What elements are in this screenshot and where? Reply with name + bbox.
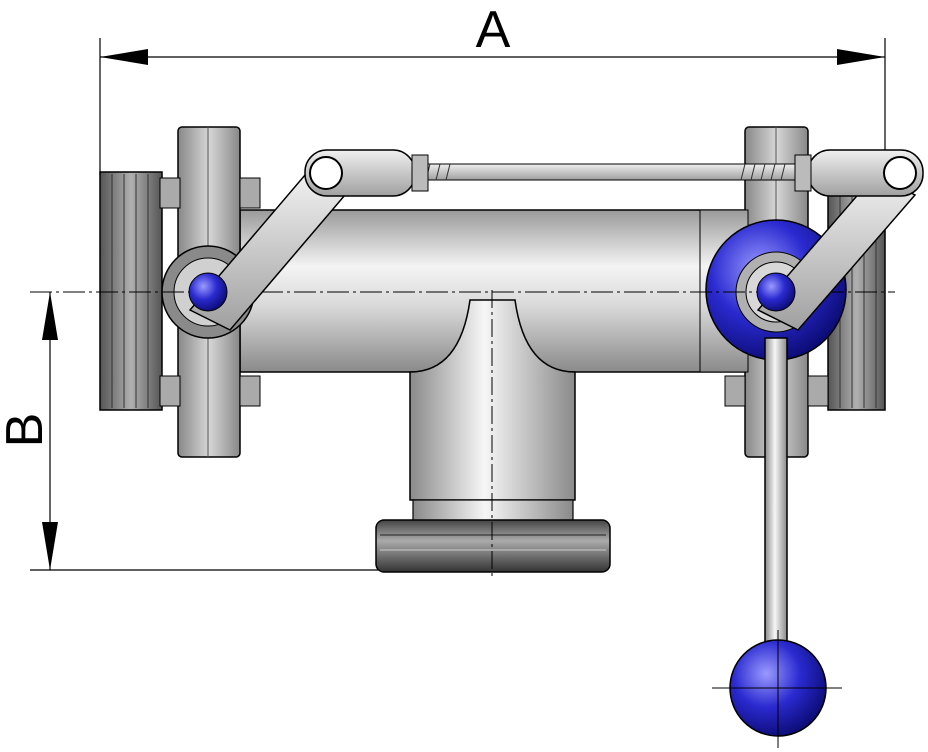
tee-body: [239, 209, 761, 580]
left-threaded-end: [99, 171, 163, 411]
dimension-a: A: [99, 1, 886, 175]
dimension-b-label: B: [0, 413, 54, 448]
valve-handle[interactable]: [712, 337, 842, 748]
dimension-a-label: A: [476, 1, 511, 59]
right-shaft-ball: [756, 272, 796, 312]
left-shaft-ball: [188, 272, 228, 312]
dimension-b: B: [0, 292, 385, 571]
linkage: [188, 149, 924, 331]
